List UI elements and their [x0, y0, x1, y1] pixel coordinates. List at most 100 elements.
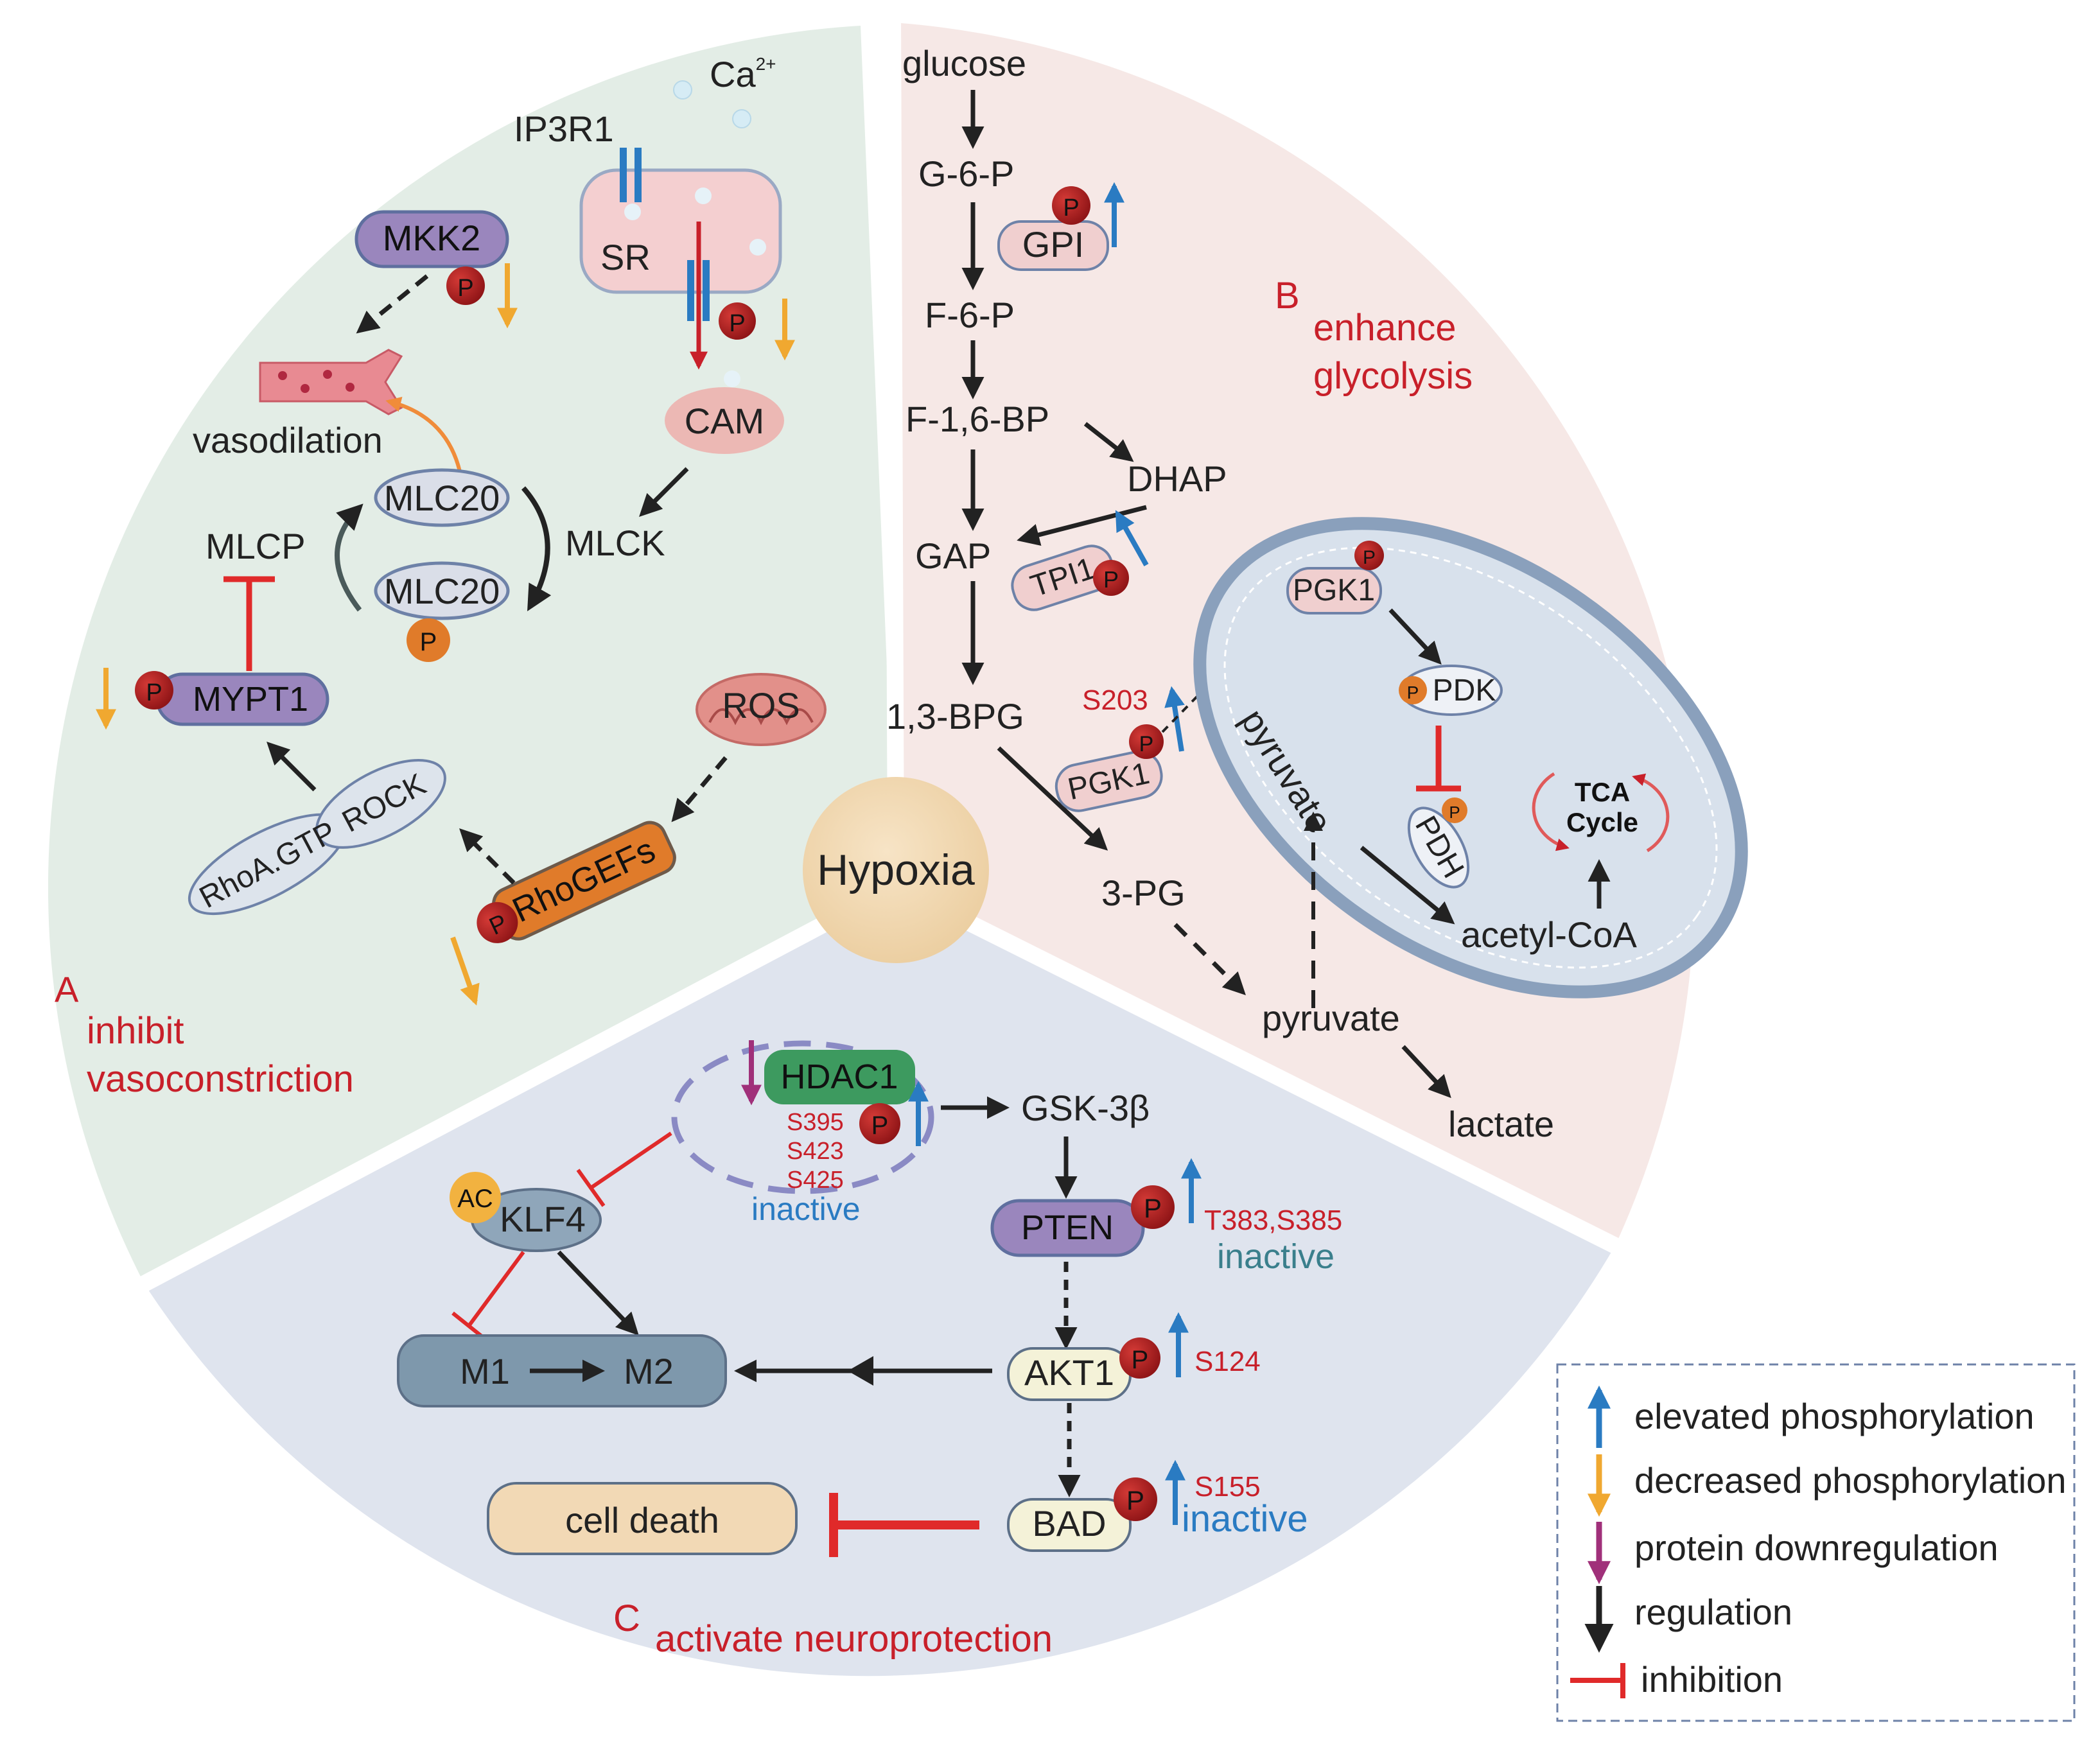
- ip3r1-phospho-label: P: [729, 310, 745, 337]
- cell-death-label: cell death: [565, 1500, 719, 1540]
- klf4-to-m2-arrow: [557, 1250, 639, 1336]
- pgk1-to-pdk-arrow: [1388, 608, 1442, 665]
- mlcp-label: MLCP: [206, 526, 306, 566]
- hdac1-phospho-label: P: [871, 1111, 889, 1140]
- rhogefs-to-rock-arrow: [459, 828, 516, 885]
- hdac1-node: [764, 1050, 915, 1104]
- pgk1-mito-label: PGK1: [1293, 573, 1375, 607]
- f16bp-label: F-1,6-BP: [906, 399, 1049, 439]
- mkk2-node: [354, 210, 509, 268]
- pyruvate-label: pyruvate: [1262, 998, 1400, 1038]
- legend-decreased-label: decreased phosphorylation: [1634, 1460, 2066, 1501]
- section-a-letter: A: [55, 969, 79, 1009]
- tpi1-phospho-badge: [1093, 560, 1129, 596]
- pdk-label: PDK: [1433, 674, 1496, 708]
- calcium-ion: [749, 239, 766, 256]
- rhogefs-phospho-badge: [477, 901, 518, 943]
- pgk1-mito-phospho-badge: [1354, 541, 1384, 570]
- mlc20-bottom-node: [374, 561, 510, 620]
- mkk2-label: MKK2: [383, 218, 481, 258]
- mypt1-phospho-badge: [135, 671, 173, 710]
- klf4-inhibits-m1: [467, 1251, 525, 1327]
- gpi-label: GPI: [1022, 224, 1084, 265]
- rock-node: [315, 758, 446, 849]
- legend-box: [1556, 1363, 2076, 1722]
- pgk1-phospho-badge: [1129, 724, 1164, 759]
- panel-c-sector: [144, 886, 1615, 1677]
- f16bp-to-dhap-arrow: [1083, 422, 1134, 462]
- hdac1-inhibits-klf4: [590, 1131, 672, 1190]
- ip3r1-channel-top-left: [620, 148, 627, 202]
- panel-c: HDAC1 P S395 S423 S425 inactive GSK-3β K…: [397, 1040, 1342, 1557]
- blood-cell: [301, 384, 310, 393]
- mlc20-bottom-label: MLC20: [384, 571, 500, 611]
- m1-label: M1: [460, 1351, 510, 1391]
- legend-downregulation-label: protein downregulation: [1634, 1528, 1999, 1568]
- klf4-label: KLF4: [500, 1199, 586, 1239]
- mlck-label: MLCK: [565, 523, 665, 563]
- s155-label: S155: [1194, 1471, 1261, 1502]
- bad-node: [1007, 1498, 1132, 1552]
- mlc20-top-node: [374, 468, 510, 527]
- divider-top: [884, 12, 904, 887]
- cell-death-node: [487, 1482, 798, 1555]
- tpi1-up-arrow: [1115, 510, 1149, 566]
- mlc20-to-vasodilation-arrow: [385, 397, 464, 485]
- ca-superscript: 2+: [756, 54, 776, 74]
- section-b-line1: enhance: [1313, 307, 1457, 349]
- ros-to-rhogefs-arrow: [671, 756, 728, 823]
- calcium-ion: [732, 109, 751, 128]
- pgk1-mito-phospho-label: P: [1363, 547, 1376, 568]
- sr-label: SR: [600, 237, 651, 277]
- blood-cell: [323, 370, 332, 379]
- hypoxia-label: Hypoxia: [817, 846, 975, 894]
- ip3r1-channel-top-right: [634, 148, 642, 202]
- mypt1-label: MYPT1: [193, 680, 308, 719]
- pgk1-node: [1054, 750, 1163, 812]
- s423-label: S423: [787, 1138, 844, 1165]
- m2-label: M2: [624, 1351, 674, 1391]
- pgk1-phospho-label: P: [1139, 732, 1154, 756]
- pdh-phospho-label: P: [1449, 803, 1460, 822]
- pten-phospho-label: P: [1144, 1193, 1162, 1223]
- s395-label: S395: [787, 1109, 844, 1136]
- calcium-ion: [724, 370, 740, 387]
- gsk3b-label: GSK-3β: [1021, 1088, 1150, 1128]
- pten-label: PTEN: [1021, 1208, 1114, 1247]
- pten-sites-label: T383,S385: [1204, 1205, 1342, 1236]
- hdac1-label: HDAC1: [780, 1058, 898, 1096]
- tca-cycle-arrow-left: [1532, 772, 1570, 851]
- pgk1-up-arrow: [1164, 686, 1185, 752]
- mkk2-phospho-label: P: [457, 275, 473, 302]
- ros-mitochondrion-icon: [696, 673, 827, 746]
- ros-cristae: [708, 708, 814, 726]
- legend-regulation-label: regulation: [1634, 1592, 1792, 1632]
- s425-label: S425: [787, 1167, 844, 1194]
- ca-label: Ca2+: [710, 54, 776, 94]
- bad-phospho-badge: [1114, 1477, 1157, 1521]
- mypt1-phospho-label: P: [146, 679, 162, 706]
- calcium-ion: [695, 187, 712, 204]
- divider-left: [121, 878, 900, 1302]
- pten-phospho-badge: [1131, 1185, 1175, 1229]
- ip3r1-phospho-badge: [719, 302, 756, 340]
- cam-label: CAM: [685, 401, 764, 441]
- akt1-to-macrophage-arrow-head2: [848, 1356, 873, 1386]
- section-c-letter: C: [613, 1598, 640, 1639]
- tpi1-phospho-label: P: [1103, 566, 1119, 593]
- gpi-phospho-badge: [1052, 186, 1090, 225]
- pdh-phospho-badge: [1442, 797, 1467, 823]
- lactate-label: lactate: [1448, 1104, 1554, 1144]
- bad-phospho-label: P: [1126, 1485, 1144, 1515]
- ip3r1-label: IP3R1: [514, 109, 614, 149]
- gpi-phospho-label: P: [1063, 195, 1079, 222]
- tca-line2: Cycle: [1566, 807, 1638, 837]
- akt1-phospho-badge: [1119, 1337, 1160, 1379]
- dhap-label: DHAP: [1127, 458, 1227, 499]
- hdac1-nucleus-boundary: [671, 1040, 934, 1194]
- mlcp-cycle-arrow: [335, 503, 363, 612]
- tca-line1: TCA: [1575, 777, 1630, 807]
- legend-inhibition-label: inhibition: [1641, 1659, 1783, 1700]
- pyruvate-to-lactate-arrow: [1401, 1045, 1451, 1099]
- acetyl-coa-label: acetyl-CoA: [1461, 914, 1638, 955]
